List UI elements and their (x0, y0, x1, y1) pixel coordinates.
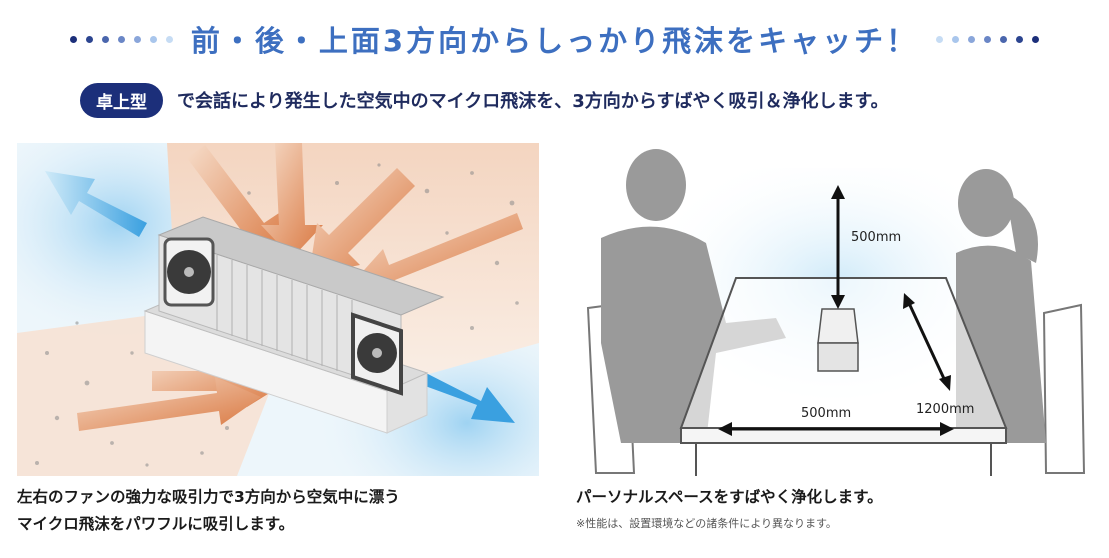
type-badge: 卓上型 (80, 82, 163, 118)
depth-dimension-label: 1200mm (916, 402, 974, 417)
decorative-dots-left (69, 35, 173, 43)
right-caption: パーソナルスペースをすばやく浄化します。 (576, 488, 883, 506)
left-caption: 左右のファンの強力な吸引力で3方向から空気中に漂う マイクロ飛沫をパワフルに吸引… (17, 484, 537, 538)
dot (101, 35, 109, 43)
person-left-silhouette (601, 149, 786, 443)
device-airflow-svg (17, 143, 539, 476)
exhaust-arrow-icon (417, 371, 515, 423)
intake-arrow-icon (309, 168, 415, 275)
decorative-dots-right (936, 35, 1040, 43)
dot (165, 35, 173, 43)
dot (133, 35, 141, 43)
exhaust-arrow-icon (45, 171, 147, 237)
subline: 卓上型 で会話により発生した空気中のマイクロ飛沫を、3方向からすばやく吸引＆浄化… (80, 82, 889, 118)
dot (85, 35, 93, 43)
dot (984, 35, 992, 43)
left-caption-line2: マイクロ飛沫をパワフルに吸引します。 (17, 515, 295, 533)
dimension-arrow-icon (903, 293, 951, 391)
personal-space-illustration: 500mm 500mm 1200mm (576, 143, 1096, 476)
dot (1000, 35, 1008, 43)
chair-right (1042, 303, 1086, 474)
device-airflow-illustration (17, 143, 539, 476)
air-purifier-device (143, 216, 445, 434)
dot (1016, 35, 1024, 43)
page-title: 前・後・上面3方向からしっかり飛沫をキャッチ！ (190, 24, 919, 58)
intake-arrow-icon (77, 377, 261, 431)
subline-text: で会話により発生した空気中のマイクロ飛沫を、3方向からすばやく吸引＆浄化します。 (177, 91, 889, 112)
dimension-arrow-icon (718, 422, 954, 436)
personal-space-svg: 500mm 500mm 1200mm (586, 149, 1086, 476)
width-dimension-label: 500mm (801, 406, 851, 421)
dot (952, 35, 960, 43)
dot (117, 35, 125, 43)
left-caption-line1: 左右のファンの強力な吸引力で3方向から空気中に漂う (17, 488, 400, 506)
intake-arrow-icon (347, 213, 523, 295)
dot (936, 35, 944, 43)
dot (968, 35, 976, 43)
dot (1032, 35, 1040, 43)
headline-row: 前・後・上面3方向からしっかり飛沫をキャッチ！ (0, 14, 1109, 64)
dot (69, 35, 77, 43)
dimension-arrow-icon (831, 185, 845, 309)
performance-note: ※性能は、設置環境などの諸条件により異なります。 (576, 517, 837, 530)
intake-arrow-icon (261, 143, 323, 258)
air-purifier-device (817, 308, 859, 372)
dot (149, 35, 157, 43)
height-dimension-label: 500mm (851, 230, 901, 245)
